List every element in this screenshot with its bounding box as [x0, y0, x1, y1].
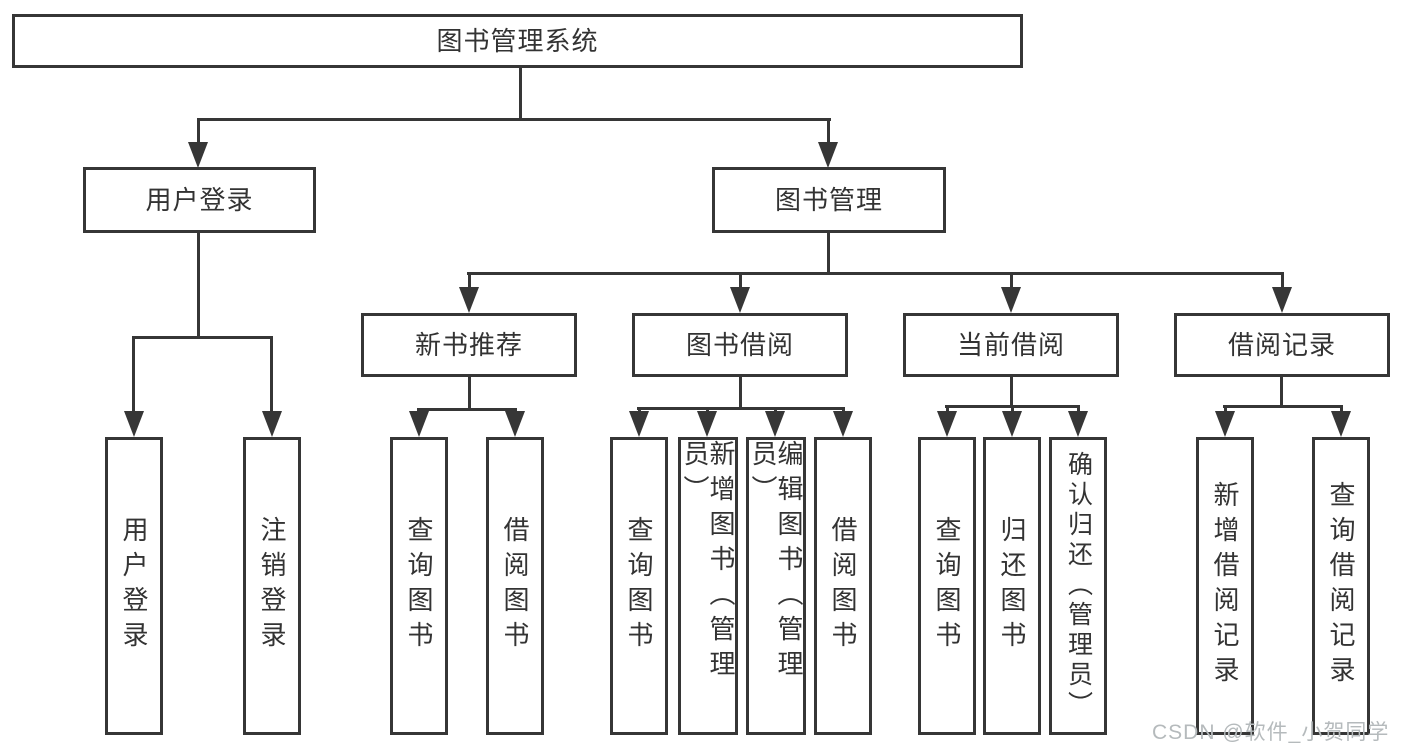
arrow-down-icon: [1068, 411, 1088, 437]
leaf-query-books-borrow: 查询图书: [610, 437, 668, 735]
leaf-query-books-current: 查询图书: [918, 437, 976, 735]
leaf-query-books-recommend: 查询图书: [390, 437, 448, 735]
leaf-confirm-return-admin: 确认归还（管理员）: [1049, 437, 1107, 735]
connector: [468, 272, 471, 290]
connector: [739, 272, 742, 290]
arrow-down-icon: [188, 142, 208, 168]
connector: [1340, 405, 1343, 414]
connector: [468, 377, 471, 408]
arrow-down-icon: [459, 287, 479, 313]
connector: [1077, 405, 1080, 414]
connector: [197, 233, 200, 336]
connector: [1280, 377, 1283, 405]
leaf-logout: 注销登录: [243, 437, 301, 735]
connector: [1281, 272, 1284, 290]
connector: [637, 407, 845, 410]
connector: [1223, 405, 1343, 408]
node-current-borrow: 当前借阅: [903, 313, 1119, 377]
connector: [946, 405, 949, 414]
node-book-borrow: 图书借阅: [632, 313, 848, 377]
arrow-down-icon: [937, 411, 957, 437]
node-root: 图书管理系统: [12, 14, 1023, 68]
arrow-down-icon: [409, 411, 429, 437]
leaf-query-borrow-record: 查询借阅记录: [1312, 437, 1370, 735]
arrow-down-icon: [1002, 411, 1022, 437]
arrow-down-icon: [730, 287, 750, 313]
connector: [1010, 377, 1013, 405]
connector: [1011, 405, 1014, 414]
leaf-return-book: 归还图书: [983, 437, 1041, 735]
leaf-borrow-books-recommend: 借阅图书: [486, 437, 544, 735]
arrow-down-icon: [765, 411, 785, 437]
leaf-edit-book-admin: 编辑图书（管理员）: [746, 437, 806, 735]
node-new-book-recommend: 新书推荐: [361, 313, 577, 377]
arrow-down-icon: [1215, 411, 1235, 437]
watermark: CSDN @软件_小贺同学: [1152, 721, 1390, 744]
arrow-down-icon: [629, 411, 649, 437]
leaf-borrow-books-2: 借阅图书: [814, 437, 872, 735]
connector: [270, 336, 273, 414]
connector: [467, 272, 1284, 275]
arrow-down-icon: [1331, 411, 1351, 437]
arrow-down-icon: [1272, 287, 1292, 313]
leaf-user-login: 用户登录: [105, 437, 163, 735]
connector: [1010, 272, 1013, 290]
connector: [197, 118, 831, 121]
arrow-down-icon: [833, 411, 853, 437]
connector: [827, 233, 830, 272]
node-user-login: 用户登录: [83, 167, 316, 233]
connector: [197, 118, 200, 145]
node-borrow-records: 借阅记录: [1174, 313, 1390, 377]
arrow-down-icon: [124, 411, 144, 437]
connector: [519, 67, 522, 118]
connector: [132, 336, 135, 414]
arrow-down-icon: [1001, 287, 1021, 313]
arrow-down-icon: [818, 142, 838, 168]
connector: [417, 408, 517, 411]
connector: [827, 118, 830, 145]
node-book-management: 图书管理: [712, 167, 946, 233]
arrow-down-icon: [505, 411, 525, 437]
connector: [1224, 405, 1227, 414]
connector: [132, 336, 273, 339]
connector: [739, 377, 742, 407]
leaf-add-borrow-record: 新增借阅记录: [1196, 437, 1254, 735]
arrow-down-icon: [262, 411, 282, 437]
leaf-add-book-admin: 新增图书（管理员）: [678, 437, 738, 735]
arrow-down-icon: [697, 411, 717, 437]
